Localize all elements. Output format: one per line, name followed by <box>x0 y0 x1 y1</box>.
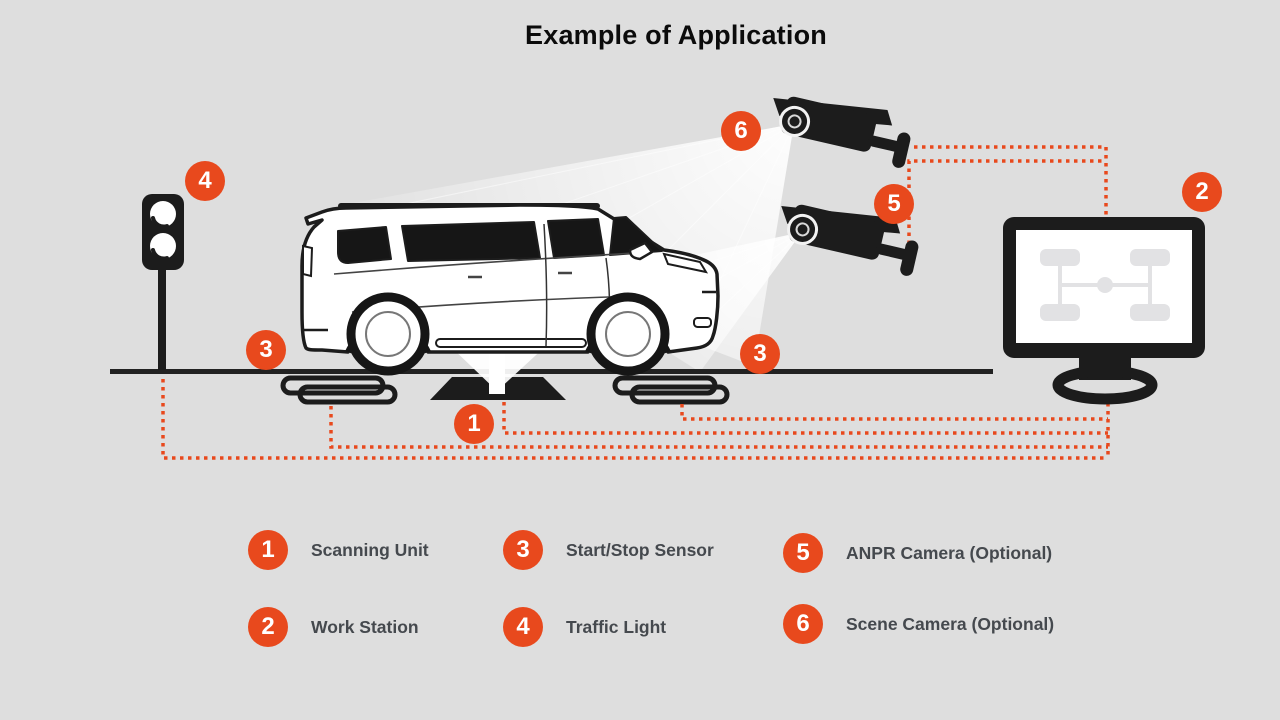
legend-label-start-stop-sensor: Start/Stop Sensor <box>566 539 714 560</box>
legend-label-work-station: Work Station <box>311 616 419 637</box>
legend-badge-1: 1 <box>248 530 288 570</box>
connection-loop-right <box>680 404 1108 421</box>
legend-badge-2: 2 <box>248 607 288 647</box>
rear-wheel <box>346 292 430 376</box>
legend-badge-3: 3 <box>503 530 543 570</box>
badge-stop-sensor-right: 3 <box>740 334 780 374</box>
legend-item-anpr-camera: 5 ANPR Camera (Optional) <box>783 533 1052 573</box>
legend-item-work-station: 2 Work Station <box>248 607 419 647</box>
badge-scanning-unit: 1 <box>454 404 494 444</box>
legend-item-traffic-light: 4 Traffic Light <box>503 607 666 647</box>
road-line <box>110 369 993 374</box>
legend-item-start-stop-sensor: 3 Start/Stop Sensor <box>503 530 714 570</box>
legend-badge-4: 4 <box>503 607 543 647</box>
car-illustration <box>300 203 720 376</box>
induction-loop-icon-left <box>280 375 398 405</box>
legend-label-scanning-unit: Scanning Unit <box>311 539 429 560</box>
legend-label-scene-camera: Scene Camera (Optional) <box>846 613 1055 634</box>
car-windows <box>337 216 663 264</box>
legend-item-scene-camera: 6 Scene Camera (Optional) <box>783 604 1054 644</box>
connection-loop-left <box>329 406 1108 449</box>
connection-scanner <box>502 402 1108 435</box>
front-wheel <box>586 292 670 376</box>
monitor-icon <box>1003 217 1205 405</box>
connection-scene-camera <box>914 145 1108 215</box>
connection-anpr-camera <box>907 159 1106 252</box>
legend-label-traffic-light: Traffic Light <box>566 616 667 637</box>
badge-work-station: 2 <box>1182 172 1222 212</box>
legend-badge-5: 5 <box>783 533 823 573</box>
legend-label-anpr-camera: ANPR Camera (Optional) <box>846 542 1053 563</box>
badge-start-sensor-left: 3 <box>246 330 286 370</box>
badge-anpr-camera: 5 <box>874 184 914 224</box>
application-diagram <box>110 82 1205 460</box>
page-title: Example of Application <box>525 20 827 51</box>
side-mirror <box>628 241 654 261</box>
badge-scene-camera: 6 <box>721 111 761 151</box>
badge-traffic-light: 4 <box>185 161 225 201</box>
legend-item-scanning-unit: 1 Scanning Unit <box>248 530 429 570</box>
connection-traffic-light <box>161 379 1108 460</box>
chassis-scan-graphic <box>1040 249 1170 321</box>
legend-badge-6: 6 <box>783 604 823 644</box>
traffic-light-icon <box>142 194 184 370</box>
connection-lines <box>161 145 1110 460</box>
induction-loop-icon-right <box>612 375 730 405</box>
